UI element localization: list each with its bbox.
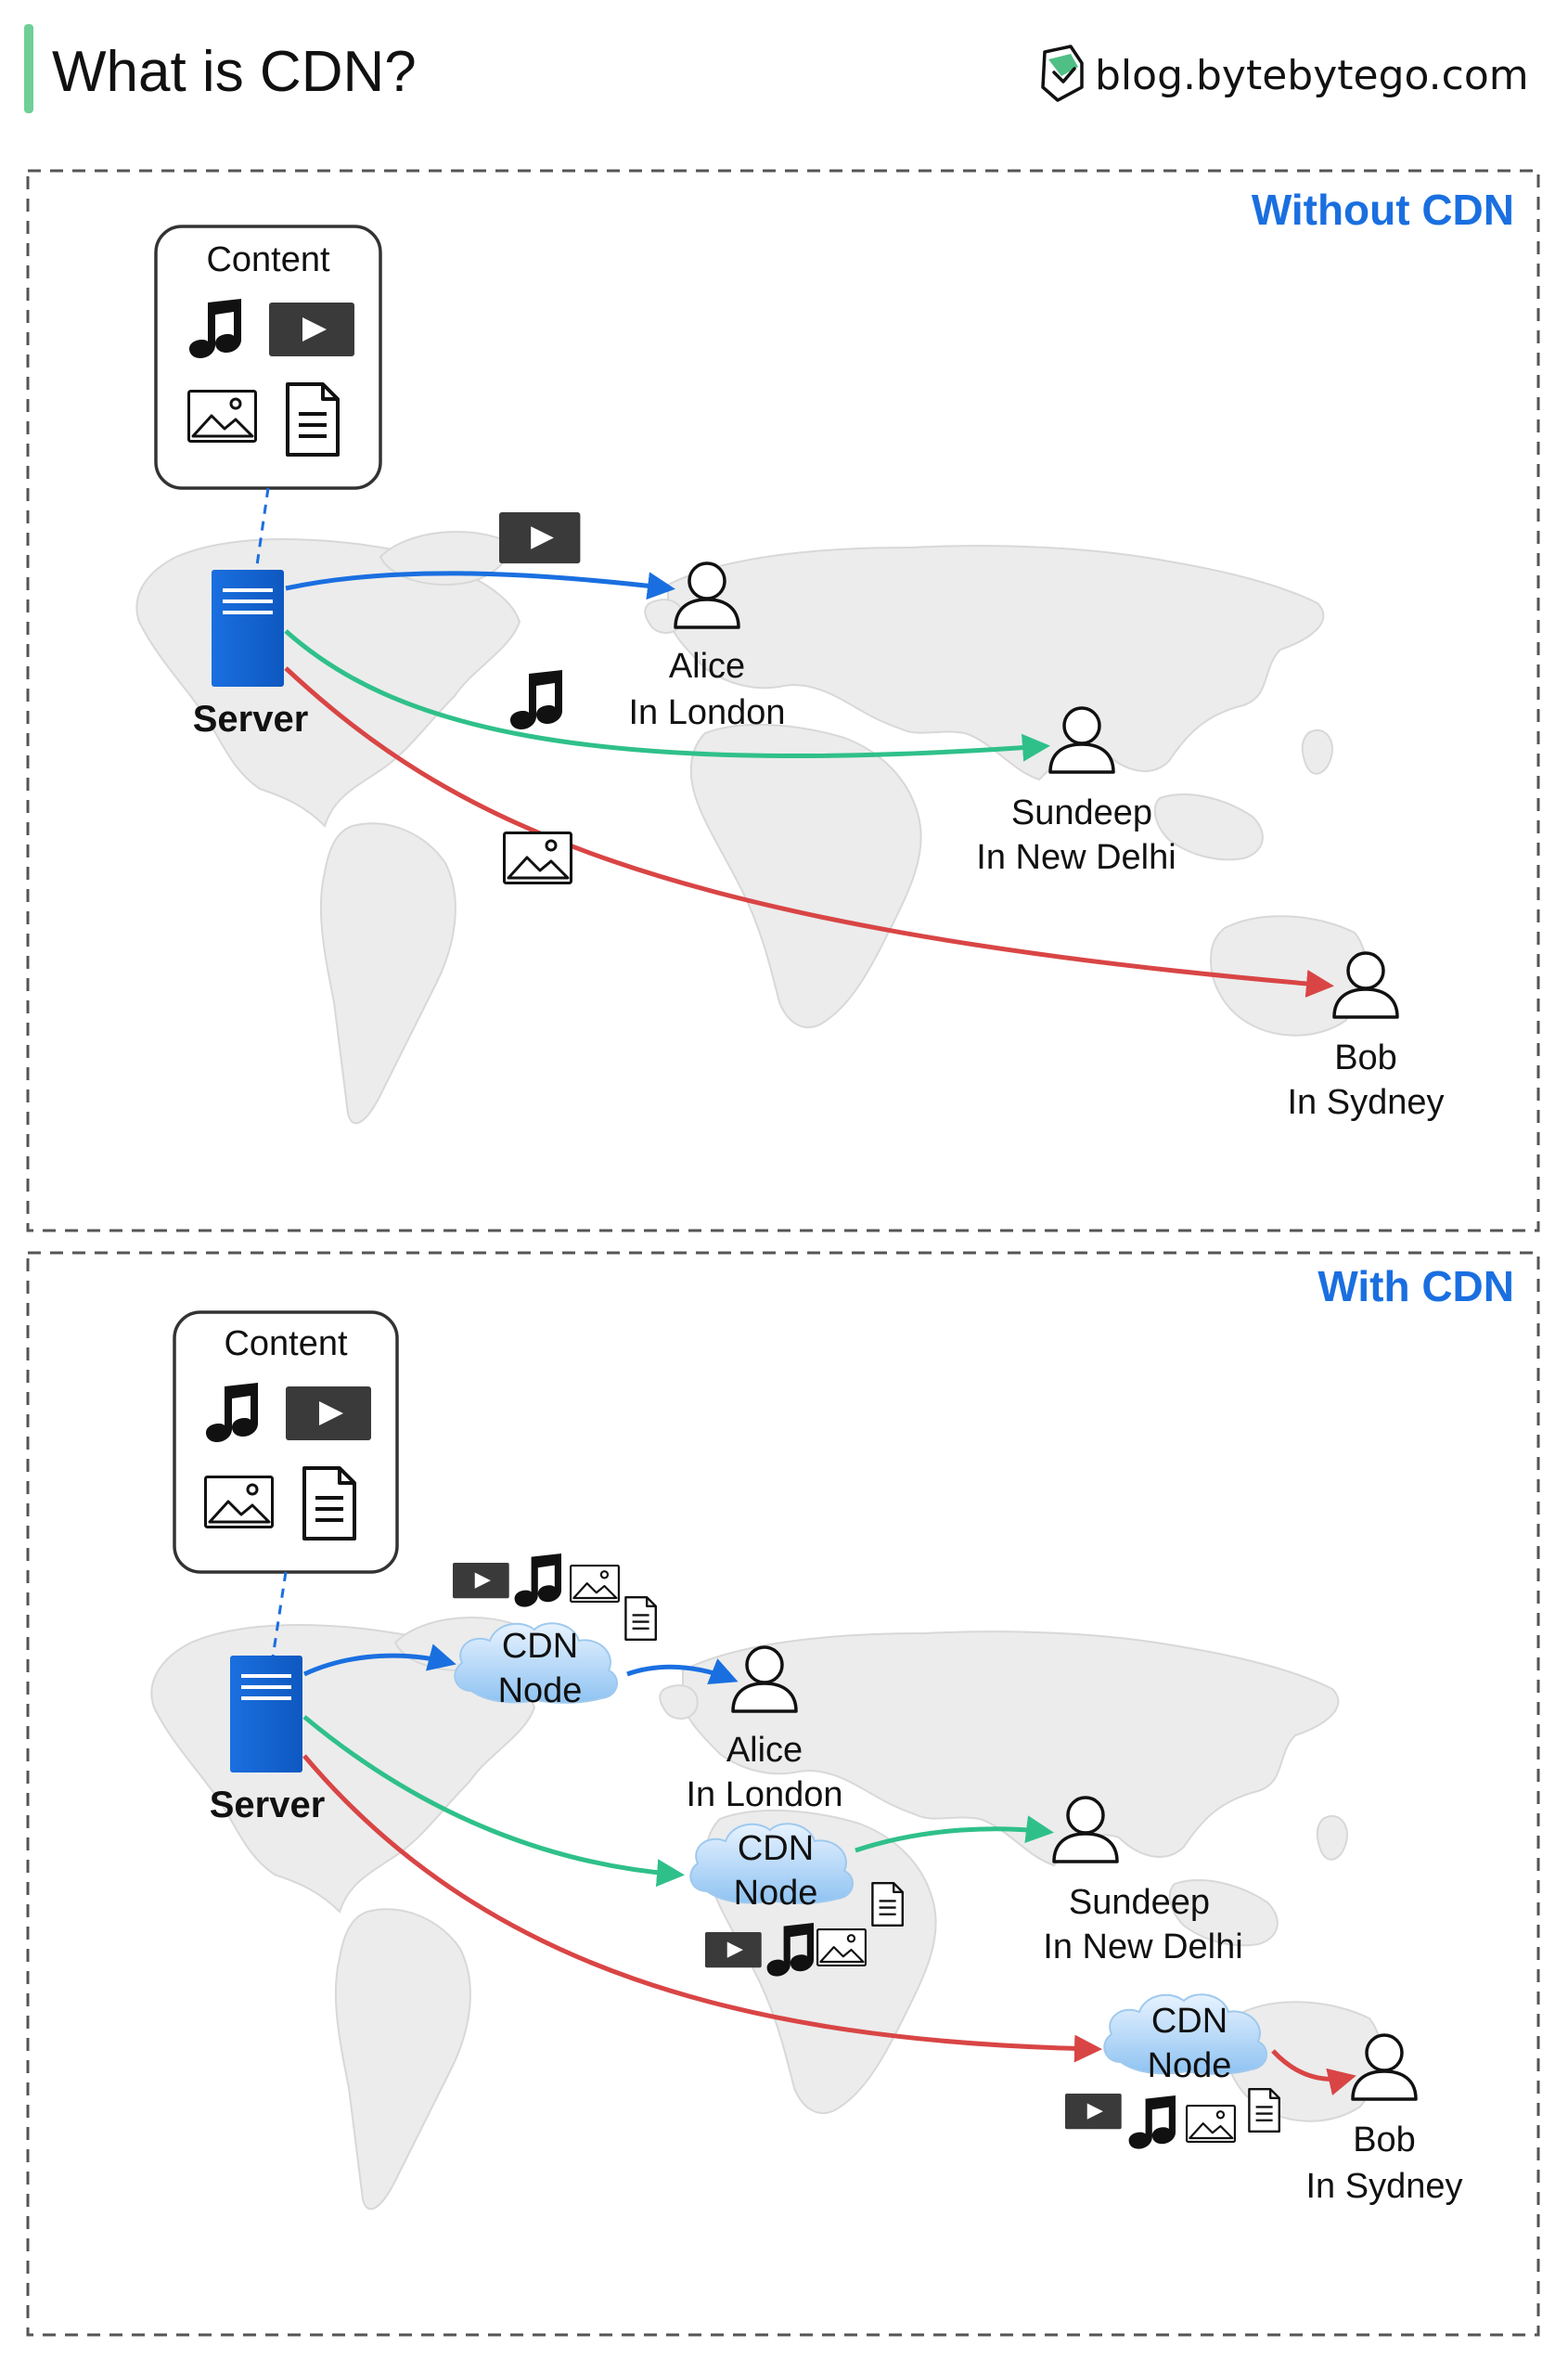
user-alice-name: Alice [726,1731,803,1770]
video-play-icon [453,1563,509,1599]
user-sundeep-location: In New Delhi [976,838,1176,877]
video-play-icon [286,1386,371,1440]
user-bob-location: In Sydney [1306,2167,1463,2206]
user-bob-location: In Sydney [1288,1083,1445,1122]
document-icon [302,1466,356,1540]
cdn-node-label-line2: Node [498,1671,583,1710]
server-icon [210,568,286,689]
arrow-cdn-to-sydney [1271,2049,1356,2096]
cdn-node-label-line1: CDN [502,1627,578,1666]
cdn-node-label-line1: CDN [1151,2002,1227,2041]
cdn-node-label-line2: Node [1148,2046,1232,2085]
cdn-node-africa: CDN Node [689,1823,855,1913]
arrow-server-to-sydney [284,666,1334,998]
user-alice-name: Alice [669,647,745,686]
user-alice-location: In London [686,1775,842,1814]
page-title: What is CDN? [52,40,417,104]
content-box-label: Content [224,1324,348,1363]
arrow-cdn-to-london [626,1658,739,1685]
user-bob-name: Bob [1334,1038,1397,1077]
image-icon [503,831,572,884]
user-sundeep-location: In New Delhi [1043,1927,1242,1966]
server-label: Server [193,699,309,740]
music-note-icon [514,1553,561,1607]
document-icon [871,1881,904,1927]
user-bob-name: Bob [1353,2121,1416,2159]
music-note-icon [1128,2095,1176,2149]
world-map [135,531,1368,1125]
video-play-icon [269,303,354,356]
video-play-icon [1065,2094,1122,2130]
arrow-server-to-cdn-africa [302,1715,685,1888]
with-cdn-title: With CDN [1317,1262,1514,1310]
content-box-label: Content [206,240,330,279]
image-icon [1185,2105,1237,2144]
server-icon [228,1654,304,1774]
arrow-server-to-cdn-australia [302,1754,1102,2063]
document-icon [286,382,340,457]
arrow-cdn-to-new-delhi [855,1815,1054,1853]
video-play-icon [705,1932,762,1968]
music-note-icon [510,670,562,729]
video-play-icon [499,512,581,564]
brand-link[interactable]: blog.bytebytego.com [1095,52,1529,99]
image-icon [570,1564,620,1604]
document-icon [624,1595,657,1642]
with-cdn-panel [26,1251,1540,2337]
header-accent-bar [24,24,33,113]
arrow-server-to-new-delhi [284,629,1050,762]
content-server-link [254,487,270,573]
arrow-server-to-london [285,571,675,600]
logo-icon [1041,45,1084,102]
image-icon [204,1476,274,1528]
cdn-node-london: CDN Node [454,1622,619,1710]
cdn-node-label-line2: Node [734,1874,818,1913]
user-sundeep-name: Sundeep [1069,1883,1210,1922]
arrow-server-to-cdn-london [302,1644,456,1677]
user-sundeep-name: Sundeep [1011,793,1152,832]
image-icon [816,1928,867,1967]
without-cdn-panel [26,169,1540,1232]
document-icon [1248,2087,1281,2133]
cdn-node-australia: CDN Node [1103,1993,1268,2085]
image-icon [187,390,257,443]
content-server-link [271,1571,288,1658]
cdn-node-label-line1: CDN [738,1829,814,1868]
user-alice-location: In London [628,693,785,732]
without-cdn-title: Without CDN [1252,186,1514,234]
server-label: Server [210,1785,326,1825]
